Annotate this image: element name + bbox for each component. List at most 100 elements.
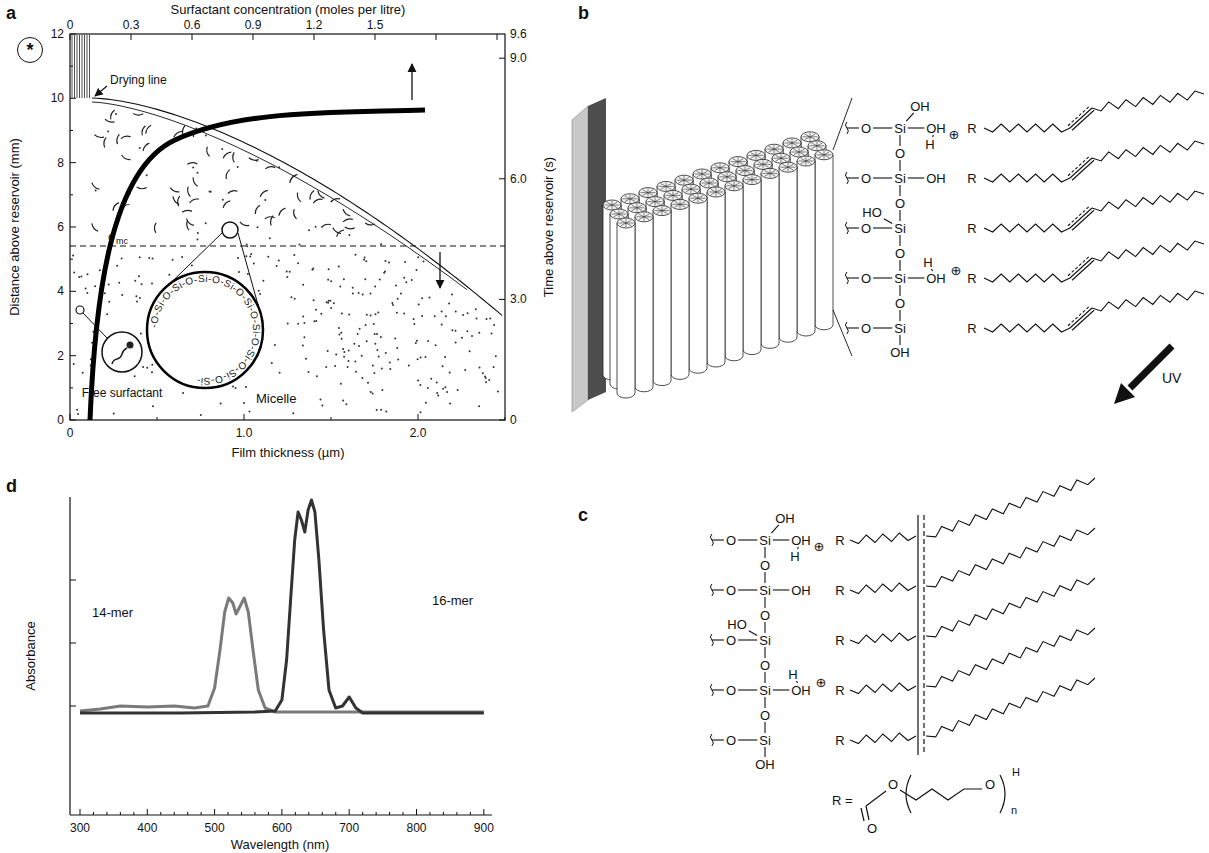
dried-film-hatch: [77, 35, 78, 98]
tick-label: 1.0: [236, 427, 253, 439]
chem-atom: H: [788, 668, 797, 681]
tick: [436, 34, 437, 40]
micelle-spoke: [704, 183, 709, 186]
micelle-spoke: [680, 204, 685, 207]
micelle-spoke: [607, 202, 612, 205]
charge-sign: ⊕: [814, 540, 825, 553]
dot-surfactant: [312, 267, 314, 269]
dot-surfactant: [168, 274, 170, 276]
micelle-spoke: [810, 137, 815, 140]
micelle-spoke: [680, 200, 681, 204]
dot-surfactant: [276, 265, 278, 267]
dried-film-hatch: [84, 35, 85, 98]
dot-surfactant: [365, 324, 367, 326]
micelle-spoke: [614, 214, 619, 217]
micelle-spoke: [655, 202, 660, 205]
dot-surfactant: [423, 261, 425, 263]
micelle-spoke: [686, 189, 691, 192]
dot-surfactant: [279, 372, 281, 374]
panel-letter: c: [578, 506, 588, 524]
dot-surfactant: [257, 226, 259, 228]
dot-surfactant: [278, 166, 280, 168]
micelle-spoke: [691, 185, 692, 189]
dot-surfactant: [405, 281, 407, 283]
dot-surfactant: [395, 284, 397, 286]
dot-surfactant: [315, 320, 317, 322]
diacetylene-bond: [1068, 306, 1090, 326]
dot-surfactant: [441, 310, 443, 312]
dot-surfactant: [372, 393, 374, 395]
dot-surfactant: [338, 265, 340, 267]
dot-surfactant: [442, 388, 444, 390]
micelle-spoke: [765, 173, 770, 176]
micelle-spoke: [806, 158, 811, 161]
dot-surfactant: [82, 372, 84, 374]
tick: [314, 34, 315, 40]
dot-surfactant: [374, 333, 376, 335]
dot-surfactant: [256, 160, 258, 162]
dried-film-hatch: [82, 35, 83, 98]
tick-label: 0: [57, 414, 64, 426]
dot-surfactant: [197, 232, 199, 234]
rod-micelle: [94, 135, 104, 138]
dot-surfactant: [286, 276, 288, 278]
micelle-spoke: [806, 161, 807, 165]
dot-surfactant: [249, 255, 251, 257]
micelle-spoke: [648, 193, 649, 197]
wavy-bond: [845, 322, 848, 334]
bracket: [1000, 775, 1005, 813]
dot-surfactant: [200, 414, 202, 416]
chem-bond: [773, 589, 790, 590]
tick-label: 700: [339, 822, 359, 834]
micelle-spoke: [720, 168, 721, 172]
micelle-spoke: [769, 149, 774, 152]
dot-surfactant: [134, 280, 136, 282]
tick: [268, 812, 269, 815]
micelle-spoke: [630, 199, 631, 203]
dot-surfactant: [134, 375, 136, 377]
polymer-backbone: [917, 515, 918, 755]
rod-micelle: [255, 205, 260, 214]
micelle-spoke: [662, 208, 667, 211]
micelle-spoke: [720, 164, 721, 168]
dot-surfactant: [348, 234, 350, 236]
dot-surfactant: [397, 298, 399, 300]
micelle-spoke: [702, 171, 707, 174]
tick: [70, 226, 76, 227]
dot-surfactant: [392, 304, 394, 306]
y-axis: [69, 497, 70, 815]
micelle-spoke: [626, 223, 631, 226]
dot-surfactant: [106, 313, 108, 315]
cmc-subscript: mc: [116, 237, 128, 246]
tick-label: 0.6: [184, 19, 201, 31]
cylinder-top: [718, 172, 736, 182]
dot-surfactant: [286, 271, 288, 273]
micelle-spoke: [612, 201, 613, 205]
chem-bond: [866, 806, 869, 820]
micelle-spoke: [698, 198, 703, 201]
dot-surfactant: [416, 340, 418, 342]
rod-micelle: [233, 152, 235, 162]
dot-surfactant: [444, 356, 446, 358]
chem-bond: [712, 639, 724, 640]
chem-bond: [764, 572, 765, 583]
micelle-spoke: [621, 223, 626, 226]
chem-group: OH: [926, 172, 946, 185]
alkyl-chain: [1092, 291, 1204, 311]
tick: [70, 580, 76, 581]
chem-group: OH: [926, 272, 946, 285]
dot-surfactant: [107, 131, 109, 133]
tick: [244, 414, 245, 420]
dot-surfactant: [417, 379, 419, 381]
dot-surfactant: [327, 279, 329, 281]
dot-surfactant: [366, 314, 368, 316]
dot-surfactant: [413, 323, 415, 325]
dot-surfactant: [374, 285, 376, 287]
micelle-spoke: [722, 177, 727, 180]
cmc-label: c: [108, 230, 115, 243]
wavy-bond: [710, 734, 713, 746]
dot-surfactant: [441, 324, 443, 326]
micelle-spoke: [637, 208, 638, 212]
dot-surfactant: [138, 275, 140, 277]
tick-label: 1.2: [306, 19, 323, 31]
